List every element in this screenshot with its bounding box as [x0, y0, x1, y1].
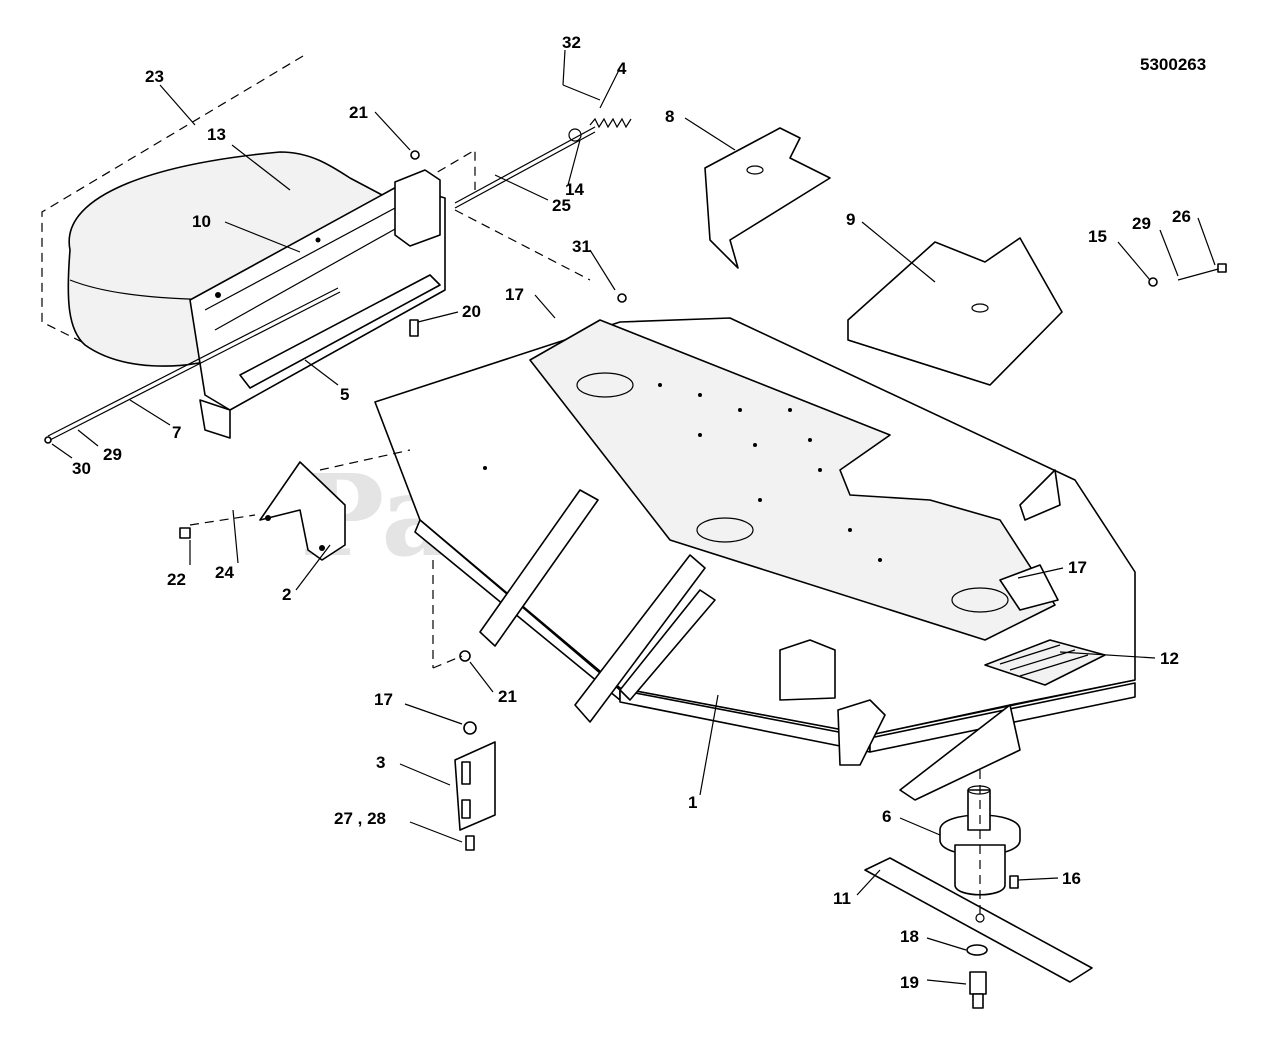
- part-23-chute-assembly-outline: [41, 55, 476, 361]
- callout-24: 24: [215, 563, 234, 582]
- part-8-belt-cover: [704, 127, 831, 269]
- callout-10: 10: [192, 212, 211, 231]
- callout-6: 6: [882, 807, 891, 826]
- callout-1: 1: [688, 793, 697, 812]
- callout-4: 4: [617, 59, 627, 78]
- callouts: 23 32 4 8 21 13 14 25 10 9 31 15 29 26 1…: [72, 33, 1191, 992]
- callout-12: 12: [1160, 649, 1179, 668]
- part-18-washer: [966, 944, 988, 956]
- callout-19: 19: [900, 973, 919, 992]
- callout-30: 30: [72, 459, 91, 478]
- callout-15: 15: [1088, 227, 1107, 246]
- callout-13: 13: [207, 125, 226, 144]
- part-9-belt-cover: [847, 237, 1063, 386]
- callout-16: 16: [1062, 869, 1081, 888]
- part-5-chute-support: [239, 274, 441, 389]
- callout-17-top: 17: [505, 285, 524, 304]
- callout-3: 3: [376, 753, 385, 772]
- callout-27-28: 27 , 28: [334, 809, 386, 828]
- callout-17-right: 17: [1068, 558, 1087, 577]
- part-7-chute-rod: [47, 287, 341, 441]
- callout-22: 22: [167, 570, 186, 589]
- callout-2: 2: [282, 585, 291, 604]
- callout-18: 18: [900, 927, 919, 946]
- callout-25: 25: [552, 196, 571, 215]
- callout-11: 11: [833, 889, 851, 908]
- part-2-bracket: [259, 461, 346, 561]
- callout-7: 7: [172, 423, 181, 442]
- callout-21-top: 21: [349, 103, 368, 122]
- part-19-bolt: [969, 971, 987, 1009]
- callout-14: 14: [565, 180, 584, 199]
- alignment-lines: [189, 209, 981, 918]
- callout-17-bottom: 17: [374, 690, 393, 709]
- callout-21-bottom: 21: [498, 687, 517, 706]
- part-10-chute-hinge-bracket: [189, 169, 446, 439]
- part-4-spring: [568, 117, 632, 142]
- callout-9: 9: [846, 210, 855, 229]
- callout-29-left: 29: [103, 445, 122, 464]
- callout-29-right: 29: [1132, 214, 1151, 233]
- callout-31: 31: [572, 237, 591, 256]
- small-hardware: [44, 150, 1227, 889]
- leader-lines: [51, 49, 1216, 985]
- callout-26: 26: [1172, 207, 1191, 226]
- callout-32: 32: [562, 33, 581, 52]
- callout-8: 8: [665, 107, 674, 126]
- part-3-bracket: [454, 741, 496, 831]
- callout-23: 23: [145, 67, 164, 86]
- callout-20: 20: [462, 302, 481, 321]
- callout-5: 5: [340, 385, 349, 404]
- part-1-mower-deck: [374, 317, 1136, 801]
- diagram-number: 5300263: [1140, 55, 1206, 74]
